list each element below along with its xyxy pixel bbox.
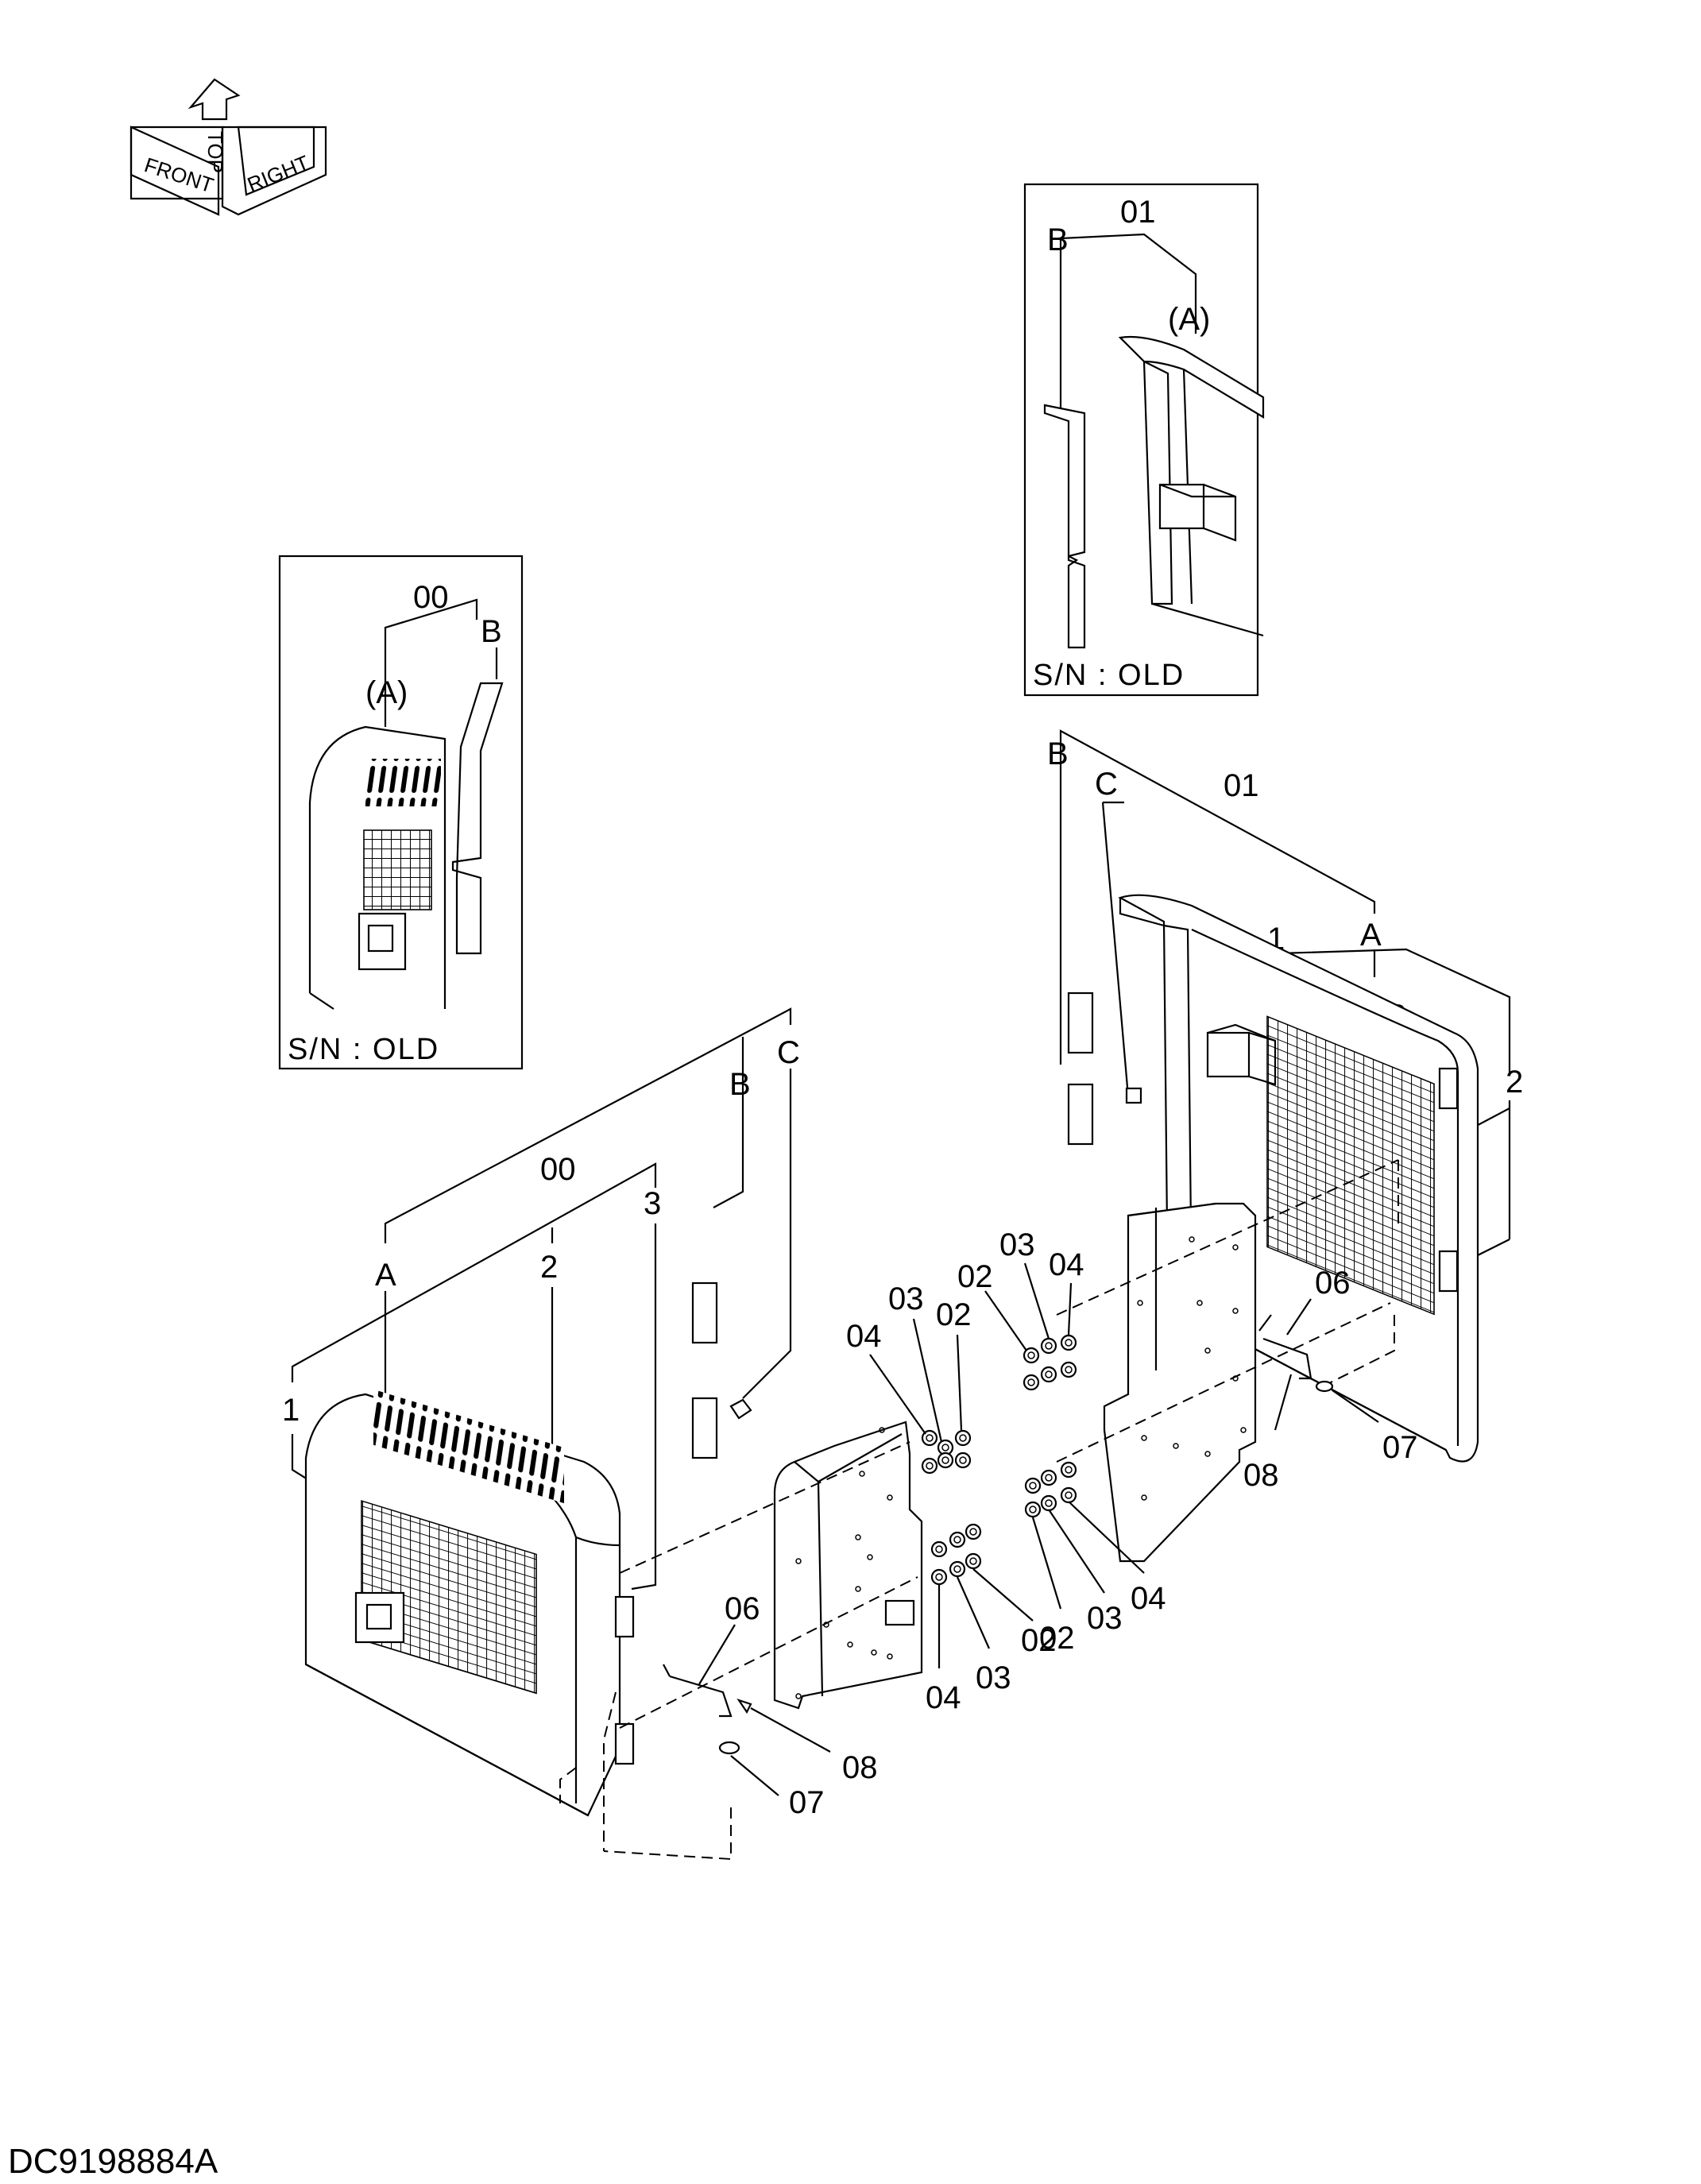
right-c-label: C xyxy=(1095,767,1118,802)
l-07-label: 07 xyxy=(789,1785,825,1820)
inset-right: 01 B (A) S/N : OLD xyxy=(1023,183,1265,697)
left-b-label: B xyxy=(729,1067,751,1102)
l-04b-label: 04 xyxy=(926,1680,961,1715)
l-08-label: 08 xyxy=(842,1750,878,1785)
inset-left-sn-label: S/N : OLD xyxy=(288,1033,439,1066)
right-a-label: A xyxy=(1360,918,1382,953)
inset-left-seal xyxy=(451,682,504,955)
left-main-assembly: 00 B C A 1 2 3 xyxy=(282,1007,1057,1861)
right-2-label: 2 xyxy=(1506,1065,1523,1100)
left-lower-hardware xyxy=(930,1523,982,1586)
r-06-label: 06 xyxy=(1315,1266,1351,1301)
r-07-label: 07 xyxy=(1382,1430,1418,1465)
right-bracket-plate xyxy=(1103,1202,1257,1563)
left-c-label: C xyxy=(777,1035,800,1070)
inset-right-seal xyxy=(1043,404,1086,649)
left-a-label: A xyxy=(375,1258,396,1293)
drawing-code: DC9198884A xyxy=(8,2142,218,2181)
r-02b-label: 02 xyxy=(1039,1621,1075,1656)
inset-right-b-label: B xyxy=(1047,222,1069,257)
left-3-label: 3 xyxy=(644,1186,661,1221)
inset-right-cover-label: (A) xyxy=(1168,302,1210,337)
inset-right-frame xyxy=(1023,183,1259,697)
right-upper-hardware xyxy=(1023,1334,1077,1391)
right-lower-hardware xyxy=(1024,1461,1077,1518)
inset-left-b-label: B xyxy=(481,614,502,649)
orientation-right-label: RIGHT xyxy=(244,150,312,196)
left-2-label: 2 xyxy=(540,1250,558,1285)
l-02b-label: 02 xyxy=(1021,1623,1057,1658)
l-02a-label: 02 xyxy=(936,1297,972,1332)
inset-right-sn-label: S/N : OLD xyxy=(1033,659,1185,692)
inset-right-cover xyxy=(1118,335,1265,637)
inset-left-cover-label: (A) xyxy=(365,675,408,710)
inset-left-cover xyxy=(308,725,447,1009)
inset-left: 00 B (A) S/N : OLD xyxy=(278,555,524,1070)
l-04a-label: 04 xyxy=(846,1319,882,1354)
r-03a-label: 03 xyxy=(999,1227,1035,1262)
inset-left-assy-label: 00 xyxy=(413,580,449,615)
l-06-label: 06 xyxy=(725,1591,760,1626)
orientation-symbol: FRONT TOP RIGHT xyxy=(130,78,327,216)
orientation-top-label: TOP xyxy=(203,131,227,173)
inset-left-frame xyxy=(278,555,524,1070)
r-08-label: 08 xyxy=(1243,1458,1279,1493)
left-assy-label: 00 xyxy=(540,1152,576,1187)
right-assy-label: 01 xyxy=(1224,768,1259,803)
l-03a-label: 03 xyxy=(888,1281,924,1316)
left-bracket-plate xyxy=(773,1421,923,1710)
right-main-assembly: 01 B C A 1 3 2 xyxy=(957,729,1523,1656)
r-04a-label: 04 xyxy=(1049,1247,1084,1282)
l-03b-label: 03 xyxy=(976,1660,1011,1695)
right-b-label: B xyxy=(1047,736,1069,771)
r-04b-label: 04 xyxy=(1131,1581,1166,1616)
left-1-label: 1 xyxy=(282,1393,300,1428)
r-02a-label: 02 xyxy=(957,1259,993,1294)
r-03b-label: 03 xyxy=(1087,1601,1123,1636)
inset-right-assy-label: 01 xyxy=(1120,195,1156,230)
left-cover xyxy=(304,1389,635,1817)
left-upper-hardware xyxy=(921,1429,972,1475)
